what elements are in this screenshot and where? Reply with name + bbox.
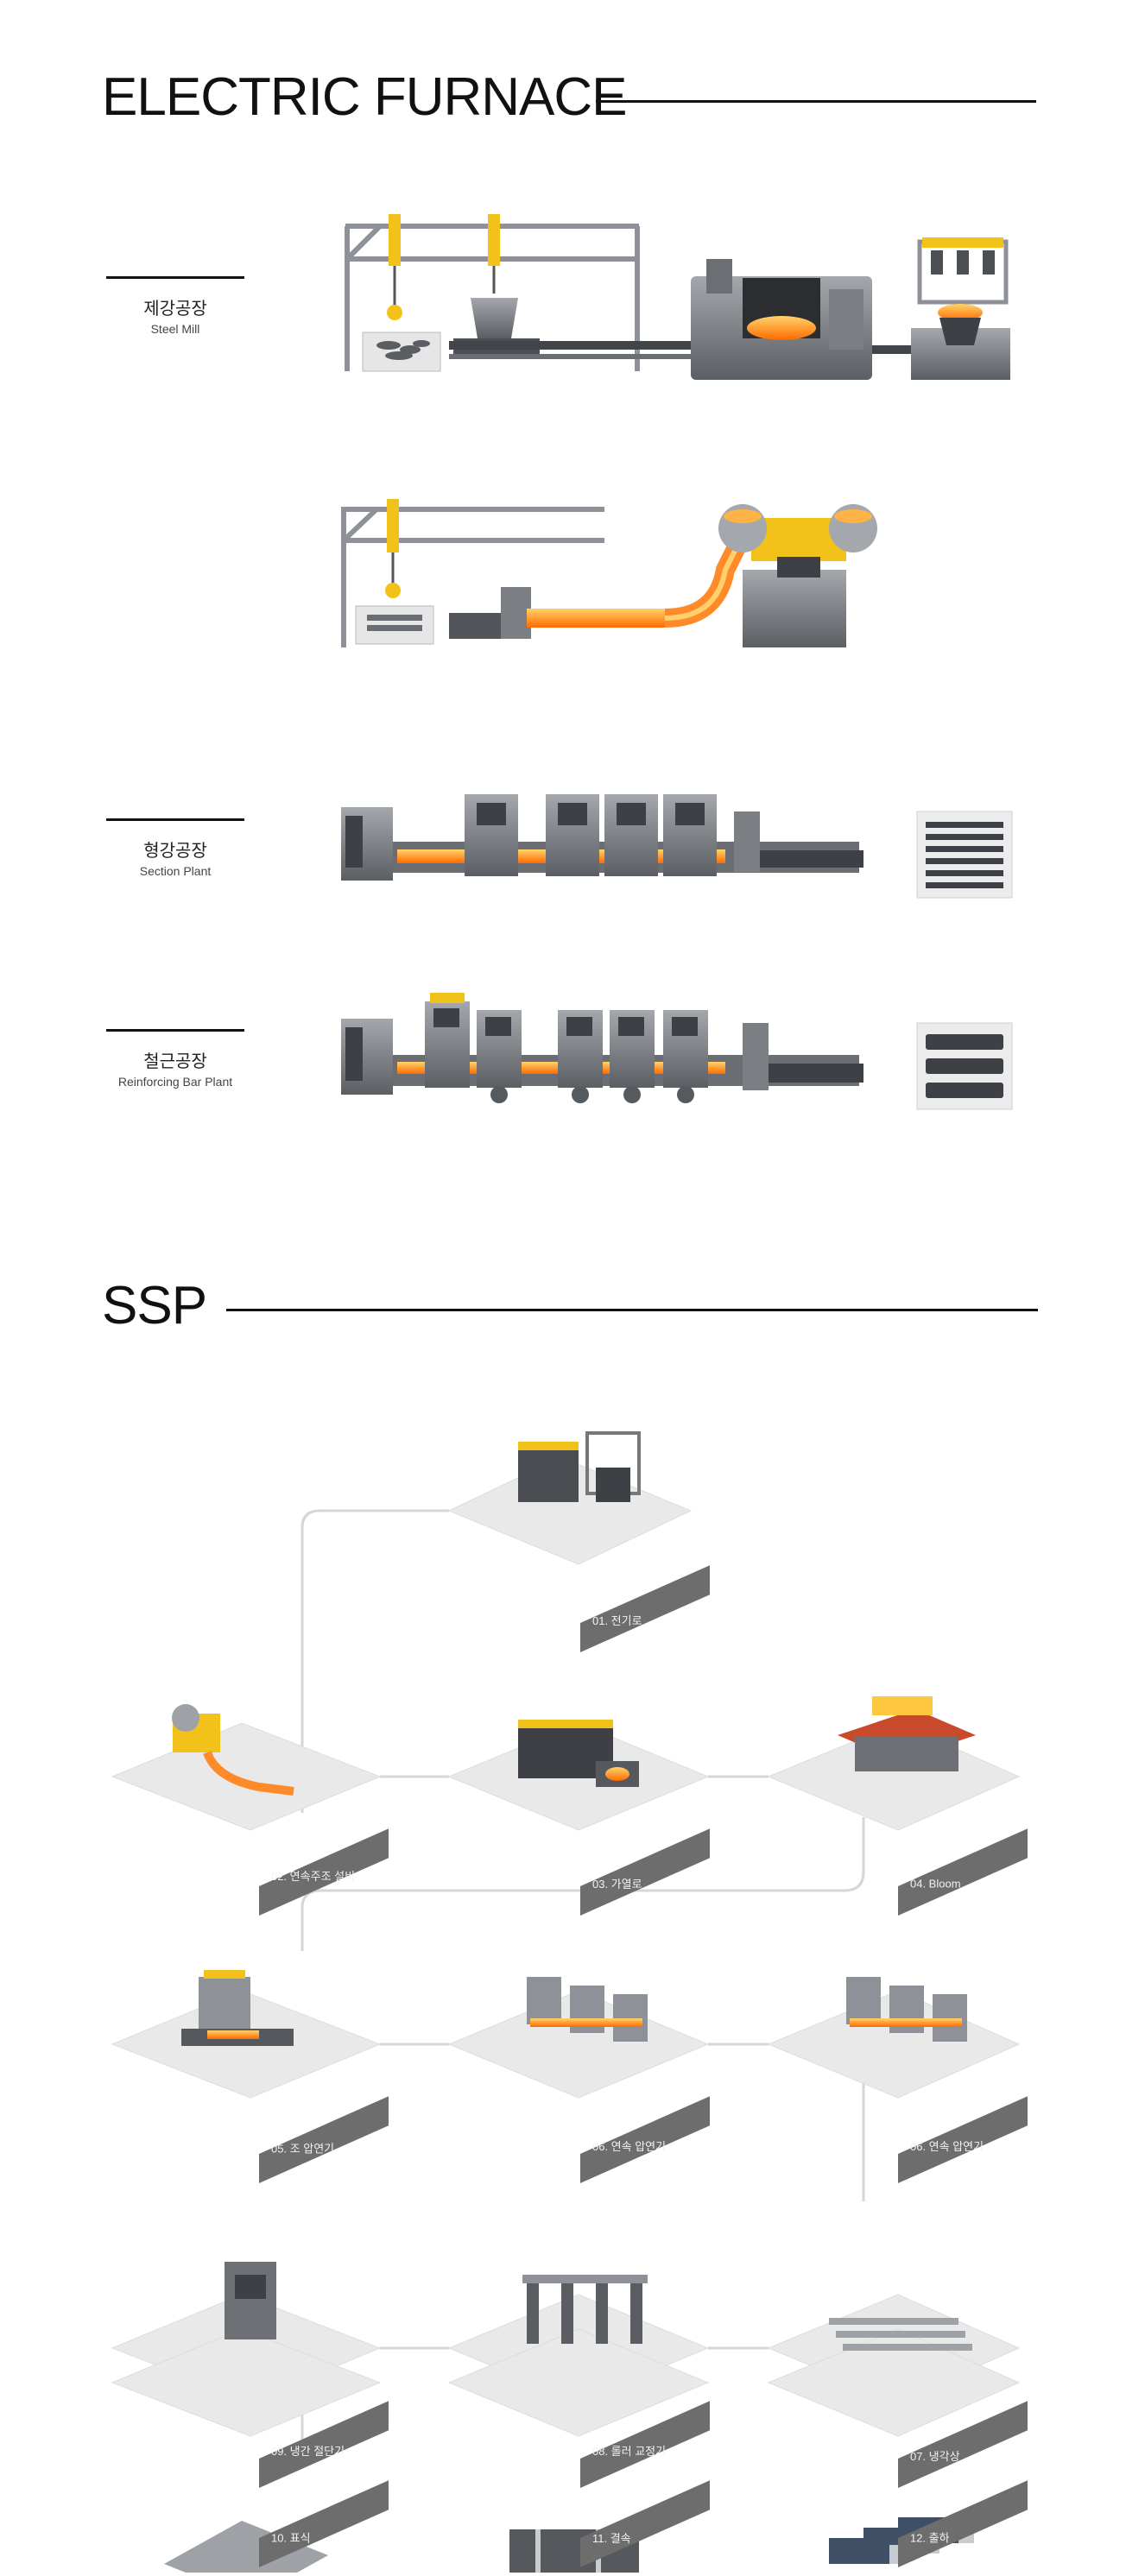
plant-label-steel-mill: 제강공장 Steel Mill: [102, 276, 249, 336]
electric-furnace-title-rule: [596, 100, 1036, 103]
plant-label-ko: 철근공장: [143, 1052, 207, 1071]
electric-furnace-illustrations: [341, 214, 1013, 1110]
cooling-bed-rollers: [760, 850, 863, 868]
step-label: 11. 결속: [592, 2531, 631, 2545]
ssp-process-diagram: [111, 1431, 1021, 2573]
step-label: 06. 연속 압연기: [592, 2139, 667, 2153]
step-label: 04. Bloom: [910, 1877, 961, 1891]
hot-strand: [527, 609, 665, 628]
crane-hook-yellow: [389, 214, 401, 266]
continuous-casting-line: [341, 499, 877, 647]
step-label: 09. 냉간 절단기: [271, 2444, 345, 2458]
step-label: 01. 전기로: [592, 1613, 642, 1627]
step-label: 12. 출하: [910, 2531, 950, 2545]
step-label: 02. 연속주조 설비: [271, 1870, 356, 1884]
plant-label-rule: [106, 276, 244, 279]
steel-mill-line: [345, 214, 1010, 380]
ssp-title: SSP: [102, 1276, 207, 1335]
ladle-furnace: [911, 237, 1010, 380]
plant-label-en: Reinforcing Bar Plant: [117, 1075, 233, 1089]
plant-label-en: Section Plant: [139, 864, 212, 878]
rebar-plant-line: [341, 993, 1013, 1110]
plant-label-ko: 형강공장: [143, 842, 207, 861]
plant-label-section-plant: 형강공장 Section Plant: [102, 818, 249, 878]
caster-tower: [718, 504, 877, 647]
step-label: 05. 조 압연기: [271, 2142, 335, 2156]
section-plant-line: [341, 794, 1013, 899]
crane-hook-yellow: [488, 214, 500, 266]
step-label: 03. 가열로: [592, 1877, 642, 1891]
electric-furnace-title: ELECTRIC FURNACE: [102, 67, 628, 127]
plant-label-rule: [106, 818, 244, 821]
finished-rebar: [916, 1022, 1013, 1110]
finished-sections: [916, 811, 1013, 899]
scrap-bucket: [471, 298, 518, 338]
plant-label-rule: [106, 1029, 244, 1032]
step-label: 07. 냉각상: [910, 2449, 960, 2463]
step-label: 06. 연속 압연기: [910, 2139, 984, 2153]
step-label: 08. 롤러 교정기: [592, 2444, 667, 2458]
electric-arc-furnace: [691, 259, 872, 380]
step-label: 10. 표식: [271, 2531, 311, 2545]
plant-label-reinforcing-bar-plant: 철근공장 Reinforcing Bar Plant: [102, 1029, 249, 1089]
plant-label-ko: 제강공장: [143, 300, 207, 319]
plant-label-en: Steel Mill: [150, 322, 200, 336]
ssp-title-rule: [226, 1309, 1038, 1311]
